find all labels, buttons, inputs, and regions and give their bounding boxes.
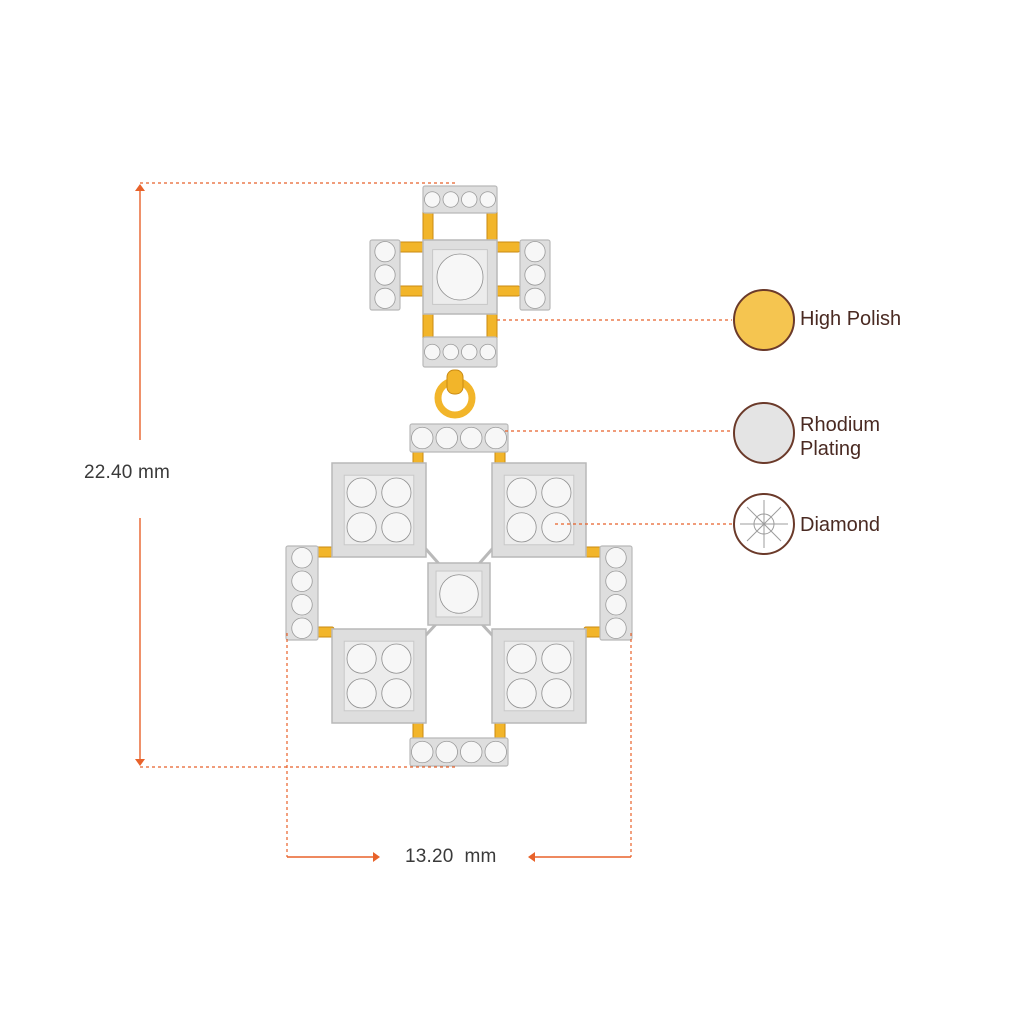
top-upper-stone-row-stone	[424, 191, 441, 208]
cross-left-stone-row	[285, 545, 319, 641]
square-bottom-right-stone	[506, 643, 537, 674]
top-lower-stone-row-stone	[442, 343, 459, 361]
top-left-stone-row-stone	[374, 287, 396, 309]
cross-bottom-stone-row-stone	[460, 740, 483, 764]
connector-tl	[423, 547, 442, 566]
diamond-facet	[746, 506, 765, 525]
square-bottom-left-stone	[346, 678, 377, 709]
square-bottom-right-stone	[541, 678, 572, 709]
legend-swatch-rhodium	[733, 402, 795, 464]
top-center-box-stone	[436, 253, 484, 301]
square-bottom-left-stone	[346, 643, 377, 674]
cross-top-stone-row-stone	[435, 426, 458, 450]
height-arrow-bottom	[135, 759, 145, 766]
height-arrow-top	[135, 184, 145, 191]
square-top-left-stone	[381, 512, 412, 543]
top-left-stone-row-stone	[374, 241, 396, 263]
cross-left-stone-row-stone	[291, 570, 313, 592]
square-top-left-stone	[346, 512, 377, 543]
top-lower-stone-row	[422, 336, 498, 368]
connector-tr	[476, 547, 495, 566]
cross-bottom-stone-row	[409, 737, 509, 767]
cross-right-stone-row-stone	[605, 570, 627, 592]
cross-right-stone-row-stone	[605, 594, 627, 616]
diamond-facet	[763, 523, 782, 542]
top-upper-stone-row-stone	[479, 191, 496, 208]
square-bottom-left-stone	[381, 643, 412, 674]
width-arrow-right	[528, 852, 535, 862]
legend-swatch-high-polish	[733, 289, 795, 351]
cross-right-stone-row	[599, 545, 633, 641]
top-right-stone-row-stone	[524, 264, 546, 286]
width-arrow-left	[373, 852, 380, 862]
cross-top-stone-row-stone	[484, 426, 507, 450]
square-top-right-stone	[541, 477, 572, 508]
cross-right-stone-row-stone	[605, 617, 627, 639]
top-lower-stone-row-stone	[479, 343, 496, 361]
cross-bottom-stone-row-stone	[411, 740, 434, 764]
legend-diamond-label: Diamond	[800, 514, 881, 536]
cross-top-stone-row-stone	[411, 426, 434, 450]
cross-top-stone-row	[409, 423, 509, 453]
top-left-stone-row-stone	[374, 264, 396, 286]
top-lower-stone-row-stone	[461, 343, 478, 361]
legend-rhodium-line1: Rhodium	[800, 414, 881, 436]
cross-top-stone-row-stone	[460, 426, 483, 450]
square-top-right-stone	[506, 477, 537, 508]
square-top-right-stone	[541, 512, 572, 543]
diamond-facet	[746, 523, 765, 542]
top-upper-stone-row-stone	[442, 191, 459, 208]
square-bottom-right-stone	[541, 643, 572, 674]
height-dimension-label: 22.40 mm	[84, 462, 171, 483]
cross-left-stone-row-stone	[291, 547, 313, 569]
square-top-left-stone	[381, 477, 412, 508]
bail-loop	[446, 369, 464, 395]
top-upper-stone-row	[422, 185, 498, 214]
cross-left-stone-row-stone	[291, 617, 313, 639]
square-bottom-right-stone	[506, 678, 537, 709]
cross-left-stone-row-stone	[291, 594, 313, 616]
square-top-right-stone	[506, 512, 537, 543]
cross-bottom-stone-row-stone	[435, 740, 458, 764]
square-top-left-stone	[346, 477, 377, 508]
top-lower-stone-row-stone	[424, 343, 441, 361]
diamond-facet	[763, 506, 782, 525]
square-center-stone	[439, 574, 479, 614]
cross-bottom-stone-row-stone	[484, 740, 507, 764]
cross-right-stone-row-stone	[605, 547, 627, 569]
top-right-stone-row-stone	[524, 287, 546, 309]
top-right-stone-row-stone	[524, 241, 546, 263]
square-bottom-left-stone	[381, 678, 412, 709]
legend-rhodium-label: Rhodium Plating	[800, 413, 880, 461]
width-dimension-label: 13.20 mm	[405, 846, 497, 867]
top-upper-stone-row-stone	[461, 191, 478, 208]
legend-rhodium-line2: Plating	[800, 438, 862, 460]
legend-high-polish-label: High Polish	[800, 308, 902, 330]
diamond-table	[753, 513, 775, 535]
